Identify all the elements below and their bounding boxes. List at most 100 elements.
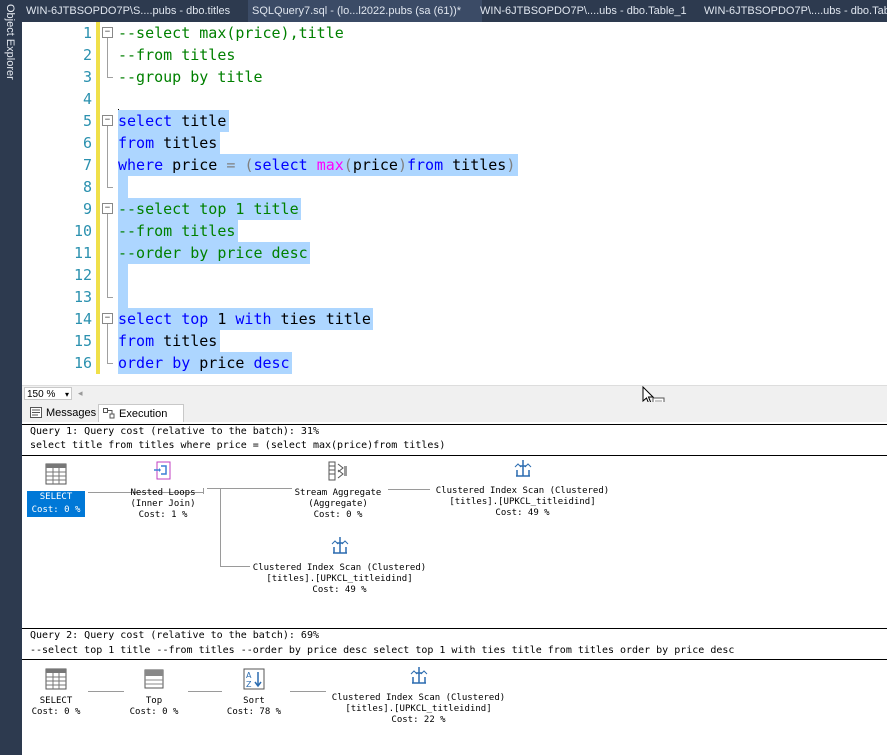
query2-text: --select top 1 title --from titles --ord… <box>30 645 735 656</box>
select-operator-icon <box>45 668 67 690</box>
code-line[interactable]: 10--from titles <box>22 220 887 242</box>
svg-text:A: A <box>246 671 252 680</box>
code-line[interactable]: 3--group by title <box>22 66 887 88</box>
svg-text:Z: Z <box>246 680 252 689</box>
change-marker <box>96 308 100 330</box>
code-text: from titles <box>118 332 218 350</box>
code-line[interactable]: 15 from titles <box>22 330 887 352</box>
scroll-left-icon[interactable]: ◂ <box>78 388 83 398</box>
line-number: 1 <box>82 24 92 42</box>
plan-node-cost: Cost: 1 % <box>138 510 188 520</box>
execution-plan-pane[interactable]: Query 1: Query cost (relative to the bat… <box>22 422 887 755</box>
plan-node-nested-loops[interactable]: Nested Loops (Inner Join) Cost: 1 % <box>118 460 208 521</box>
plan-node-clustered-index-scan[interactable]: Clustered Index Scan (Clustered) [titles… <box>326 665 511 726</box>
tab-dbo-titles[interactable]: WIN-6JTBSOPDO7P\S....pubs - dbo.titles <box>26 5 231 17</box>
code-text: --group by title <box>118 68 263 86</box>
line-number: 5 <box>82 112 92 130</box>
plan-node-cost: Cost: 49 % <box>312 585 367 595</box>
plan-node-label: SELECT <box>39 696 73 706</box>
line-number: 14 <box>73 310 92 328</box>
text-selection <box>118 176 128 198</box>
divider <box>22 424 887 425</box>
code-line[interactable]: 4 <box>22 88 887 110</box>
object-explorer-strip[interactable]: Object Explorer <box>0 0 22 755</box>
plan-node-sublabel: (Aggregate) <box>308 499 368 509</box>
line-number: 15 <box>73 332 92 350</box>
clustered-index-scan-icon <box>410 667 427 684</box>
plan-node-select[interactable]: SELECT Cost: 0 % <box>27 463 85 517</box>
line-number: 4 <box>82 90 92 108</box>
tab-sqlquery7[interactable]: SQLQuery7.sql - (lo...l2022.pubs (sa (61… <box>248 0 482 22</box>
line-number: 9 <box>82 200 92 218</box>
code-line[interactable]: 12 <box>22 264 887 286</box>
code-line[interactable]: 11 --order by price desc <box>22 242 887 264</box>
fold-guide <box>107 126 108 187</box>
text-selection <box>118 242 311 264</box>
plan-node-stream-aggregate[interactable]: Stream Aggregate (Aggregate) Cost: 0 % <box>288 460 388 521</box>
plan-node-object: [titles].[UPKCL_titleidind] <box>449 497 596 507</box>
plan-node-clustered-index-scan[interactable]: Clustered Index Scan (Clustered) [titles… <box>430 458 615 519</box>
sql-editor[interactable]: 1--select max(price),title−2 --from title… <box>22 22 887 385</box>
plan-node-cost: Cost: 0 % <box>313 510 363 520</box>
line-number: 11 <box>73 244 92 262</box>
collapse-icon[interactable]: − <box>102 27 113 38</box>
plan-arrow <box>188 691 222 692</box>
code-line[interactable]: 2 --from titles <box>22 44 887 66</box>
change-marker <box>96 176 100 198</box>
plan-arrow <box>203 488 204 494</box>
fold-guide-end <box>107 187 113 188</box>
code-line[interactable]: 9--select top 1 title− <box>22 198 887 298</box>
code-line[interactable]: 8 <box>22 176 887 198</box>
text-selection <box>118 286 128 308</box>
line-number: 6 <box>82 134 92 152</box>
fold-guide <box>107 214 108 297</box>
text-selection <box>118 352 292 374</box>
zoom-select[interactable]: 150 % ▾ <box>24 387 72 400</box>
change-marker <box>96 22 100 44</box>
tab-dbo-table1-b[interactable]: WIN-6JTBSOPDO7P\....ubs - dbo.Table_1 <box>704 5 887 17</box>
code-text: --order by price desc <box>118 244 308 262</box>
divider <box>22 455 887 456</box>
plan-node-label: Nested Loops <box>130 488 196 498</box>
change-marker <box>96 44 100 66</box>
code-text: select top 1 with ties title <box>118 310 371 328</box>
change-marker <box>96 264 100 286</box>
line-number: 2 <box>82 46 92 64</box>
plan-arrow <box>207 488 292 489</box>
plan-node-cost: Cost: 49 % <box>495 508 550 518</box>
plan-node-top[interactable]: Top Cost: 0 % <box>124 668 184 718</box>
code-line[interactable]: 13 <box>22 286 887 308</box>
text-selection <box>118 330 220 352</box>
collapse-icon[interactable]: − <box>102 313 113 324</box>
plan-node-label: Top <box>145 696 163 706</box>
plan-node-label: Clustered Index Scan (Clustered) <box>331 693 506 703</box>
plan-node-label: Clustered Index Scan (Clustered) <box>252 563 427 573</box>
chevron-down-icon: ▾ <box>64 390 69 399</box>
clustered-index-scan-icon <box>331 537 348 554</box>
code-line[interactable]: 1--select max(price),title− <box>22 22 887 78</box>
collapse-icon[interactable]: − <box>102 203 113 214</box>
nested-loops-icon <box>154 461 171 480</box>
code-line[interactable]: 14 select top 1 with ties title− <box>22 308 887 364</box>
fold-guide-end <box>107 77 113 78</box>
divider <box>22 628 887 629</box>
code-text: where price = (select max(price)from tit… <box>118 156 516 174</box>
object-explorer-label[interactable]: Object Explorer <box>4 4 16 80</box>
plan-node-clustered-index-scan[interactable]: Clustered Index Scan (Clustered) [titles… <box>247 535 432 596</box>
change-marker <box>96 220 100 242</box>
tab-messages-label: Messages <box>46 407 97 419</box>
tab-messages[interactable]: Messages <box>26 404 96 422</box>
tab-dbo-table1-a[interactable]: WIN-6JTBSOPDO7P\....ubs - dbo.Table_1 <box>480 5 687 17</box>
tab-execution-plan[interactable]: Execution plan <box>98 404 184 438</box>
plan-node-select[interactable]: SELECT Cost: 0 % <box>27 668 85 718</box>
collapse-icon[interactable]: − <box>102 115 113 126</box>
zoom-value: 150 % <box>27 389 56 400</box>
fold-guide-end <box>107 363 113 364</box>
plan-arrow <box>220 488 221 566</box>
code-text: --from titles <box>118 46 236 64</box>
